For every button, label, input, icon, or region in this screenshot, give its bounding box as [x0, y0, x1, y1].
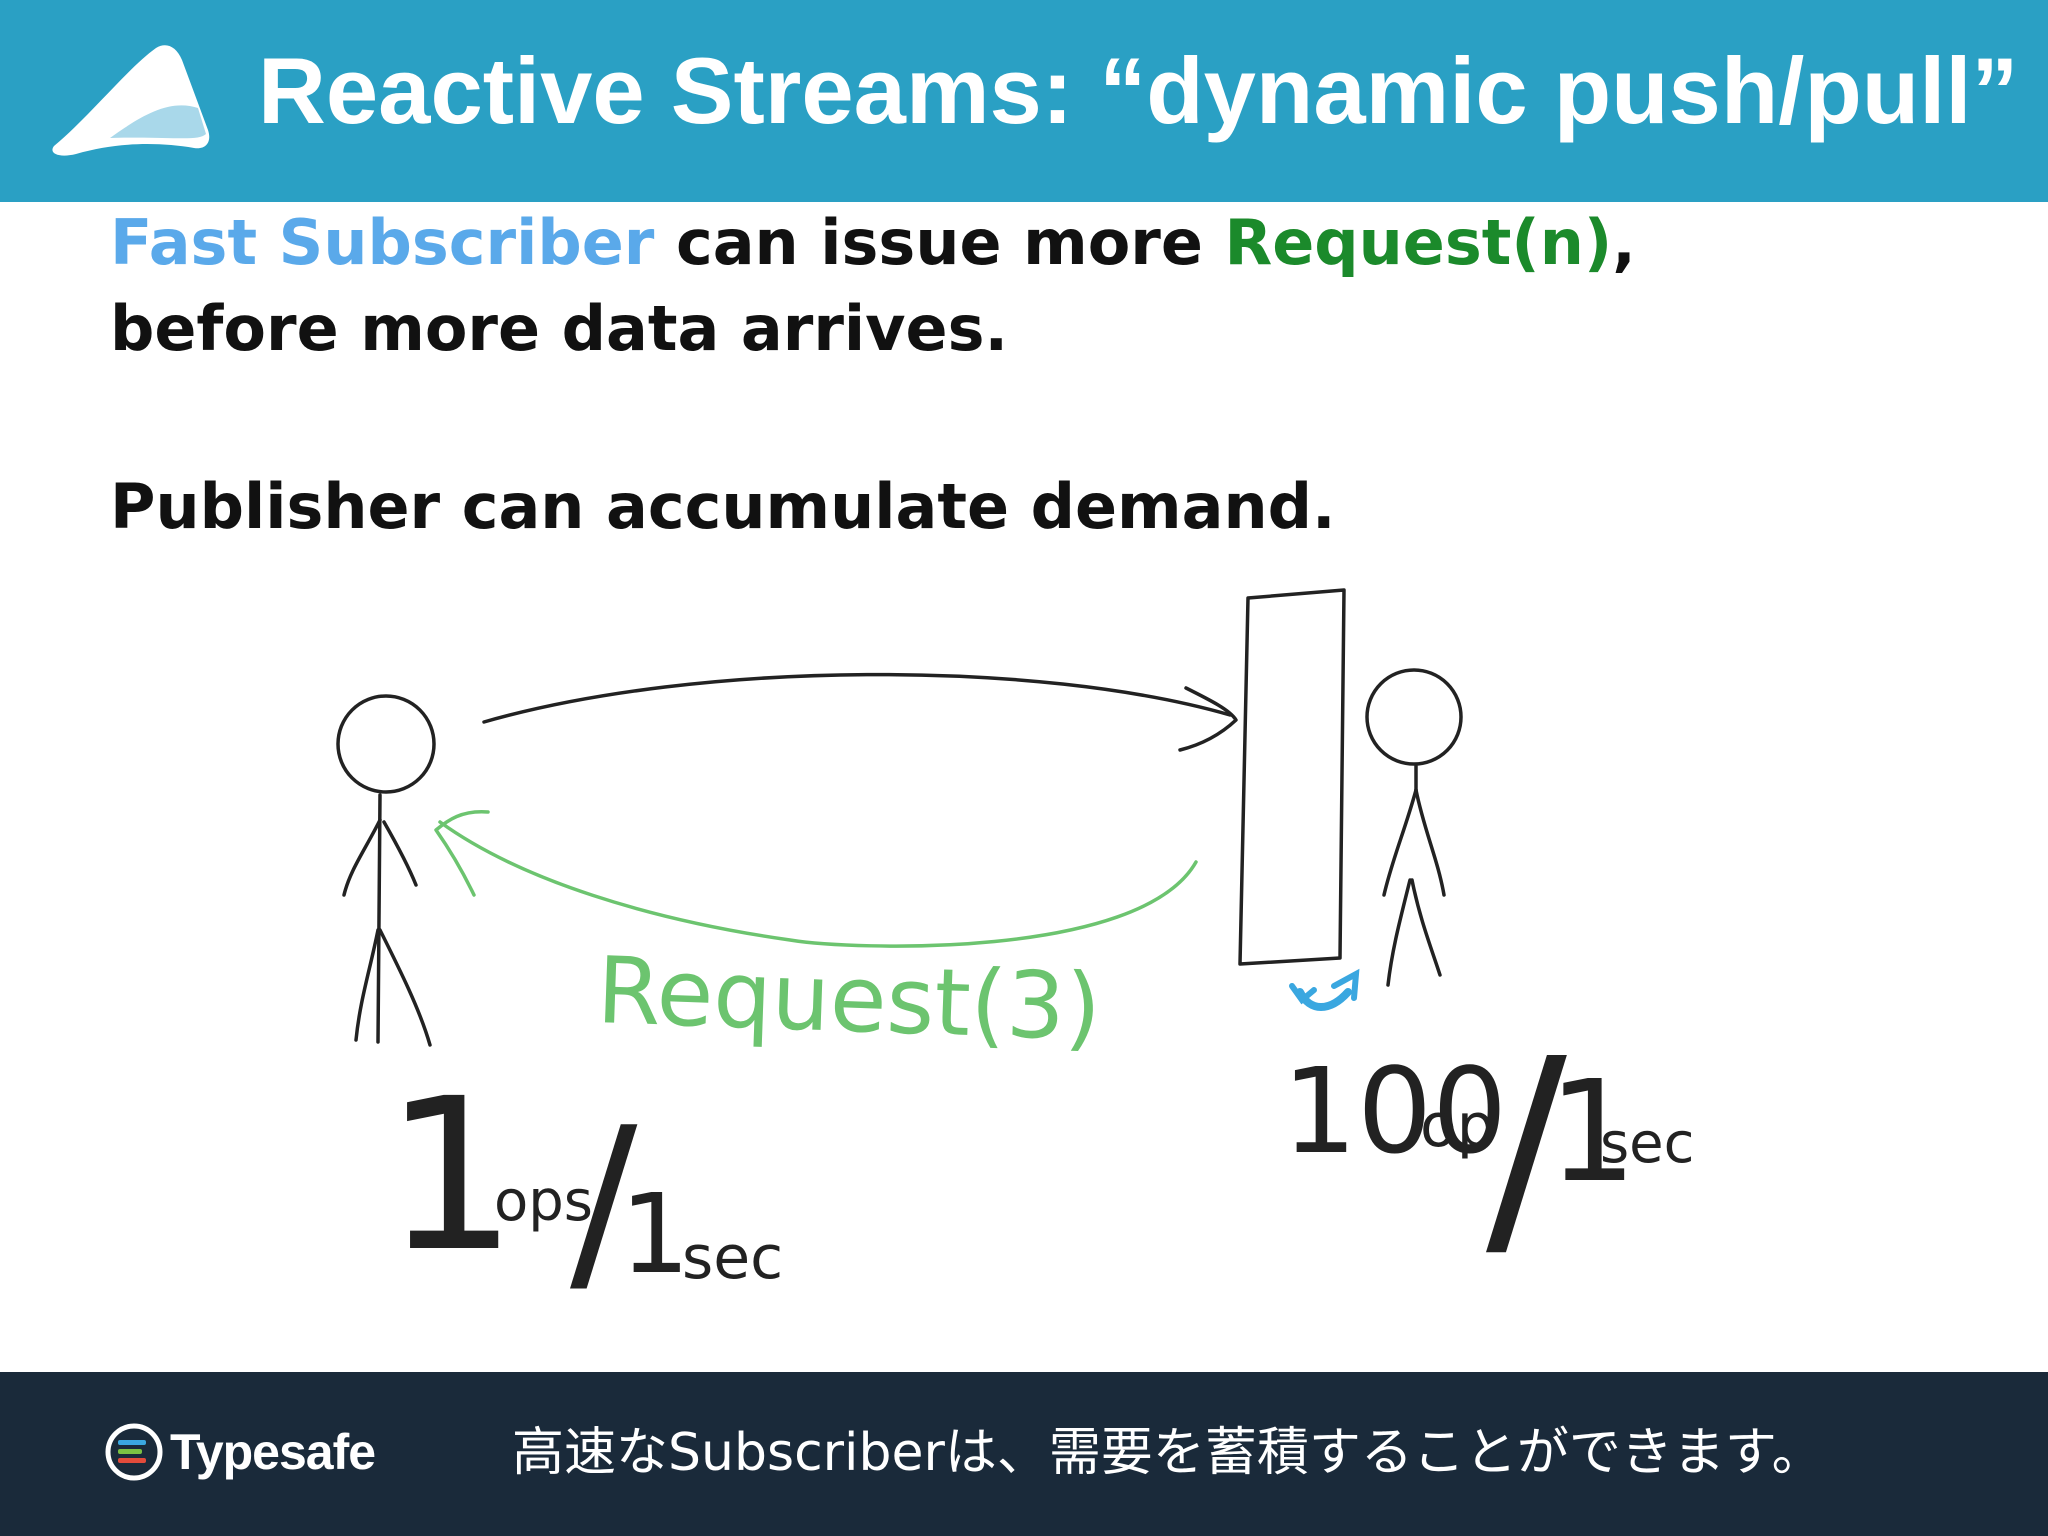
- left-rate-ops: ops: [494, 1169, 593, 1234]
- mountain-logo-icon: [52, 45, 210, 156]
- fast-subscriber-text: Fast Subscriber: [110, 206, 655, 279]
- typesafe-logo: Typesafe: [104, 1420, 376, 1484]
- left-rate-1b: 1: [620, 1170, 690, 1298]
- right-rate-label: 100 op / 1 sec: [1282, 1007, 1694, 1287]
- request-arrow: [434, 810, 1198, 948]
- typesafe-brand-name: Typesafe: [170, 1424, 376, 1480]
- left-rate-1: 1: [384, 1053, 518, 1298]
- left-rate-label: 1 ops / 1 sec: [384, 1053, 783, 1318]
- slide-title: Reactive Streams: “dynamic push/pull”: [258, 38, 2019, 143]
- typesafe-logo-icon: [105, 1423, 163, 1481]
- buffer-box: [1238, 588, 1346, 966]
- left-rate-sec: sec: [682, 1223, 783, 1293]
- body-line-2: before more data arrives.: [110, 292, 1009, 365]
- slide-body: Fast Subscriber can issue more Request(n…: [110, 200, 1960, 550]
- body-line-1-middle: can issue more: [654, 206, 1225, 279]
- right-rate-sec: sec: [1600, 1111, 1694, 1176]
- left-stick-figure: [336, 694, 436, 1047]
- header-bar: Reactive Streams: “dynamic push/pull”: [0, 0, 2048, 202]
- right-rate-slash: /: [1486, 1007, 1567, 1287]
- request-3-label: Request(3): [595, 937, 1102, 1062]
- left-rate-slash: /: [570, 1085, 638, 1318]
- footer-bar: Typesafe 高速なSubscriberは、需要を蓄積することができます。: [0, 1372, 2048, 1536]
- data-arrow: [482, 672, 1238, 752]
- right-rate-op: op: [1420, 1091, 1495, 1161]
- right-rate-100: 100: [1282, 1042, 1507, 1180]
- body-line-1-end: ,: [1612, 206, 1636, 279]
- footer-caption: 高速なSubscriberは、需要を蓄積することができます。: [512, 1423, 1824, 1483]
- right-stick-figure: [1365, 668, 1463, 987]
- swap-arrow-icon: [1289, 968, 1360, 1011]
- right-rate-1: 1: [1548, 1051, 1637, 1214]
- request-n-text: Request(n): [1224, 206, 1613, 279]
- body-line-1: Fast Subscriber can issue more Request(n…: [110, 200, 1960, 286]
- body-line-3: Publisher can accumulate demand.: [110, 470, 1336, 543]
